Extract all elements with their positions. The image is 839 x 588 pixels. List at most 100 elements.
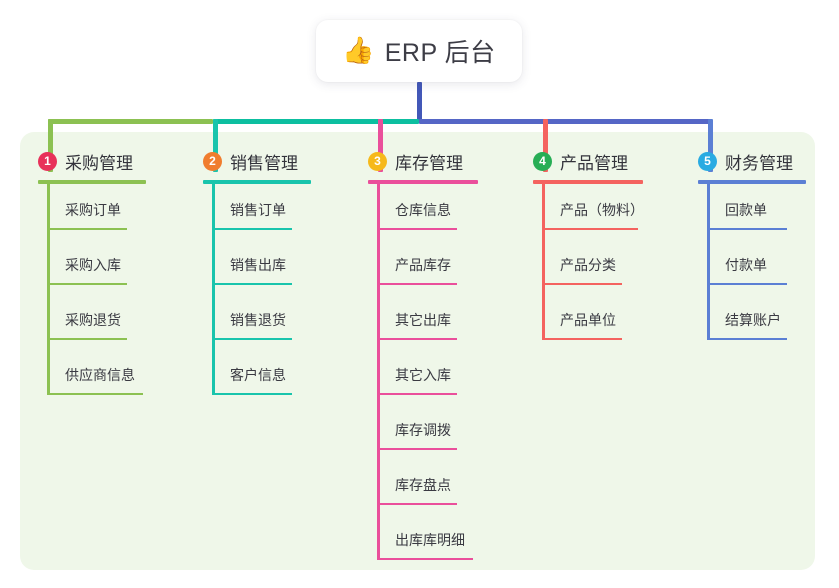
branch-item[interactable]: 销售退货 bbox=[203, 294, 311, 349]
branch-item-rule bbox=[377, 393, 457, 395]
branch-drop-connector-3 bbox=[378, 119, 383, 172]
branch-item-label: 销售订单 bbox=[230, 202, 286, 218]
branch-item[interactable]: 产品（物料） bbox=[533, 184, 644, 239]
branch-item-rule bbox=[377, 338, 457, 340]
branch-item-rule bbox=[542, 283, 622, 285]
branch-item-label: 产品库存 bbox=[395, 257, 451, 273]
root-stem-connector bbox=[417, 82, 422, 121]
branch-number-badge: 1 bbox=[38, 151, 57, 171]
diagram-panel bbox=[20, 132, 815, 570]
branch-item[interactable]: 销售出库 bbox=[203, 239, 311, 294]
branch-item-label: 客户信息 bbox=[230, 367, 286, 383]
branch-drop-connector-4 bbox=[543, 119, 548, 172]
branch-header-4[interactable]: 4 产品管理 bbox=[533, 148, 643, 174]
branch-item-label: 库存盘点 bbox=[395, 477, 451, 493]
branch-spine-connector bbox=[212, 184, 215, 395]
branch-item-label: 产品单位 bbox=[560, 312, 616, 328]
root-node[interactable]: 👍 ERP 后台 bbox=[316, 20, 522, 82]
branch-item-label: 产品分类 bbox=[560, 257, 616, 273]
branch-item-rule bbox=[707, 283, 787, 285]
branch-item-label: 采购退货 bbox=[65, 312, 121, 328]
branch-header-rule bbox=[203, 180, 311, 184]
branch-header-3[interactable]: 3 库存管理 bbox=[368, 148, 478, 174]
branch-item[interactable]: 出库库明细 bbox=[368, 514, 478, 569]
branch-item-list: 回款单付款单结算账户 bbox=[698, 184, 806, 349]
branch-header-1[interactable]: 1 采购管理 bbox=[38, 148, 146, 174]
branch-title: 采购管理 bbox=[65, 153, 133, 173]
branch-item-rule bbox=[377, 503, 457, 505]
branch-item-label: 仓库信息 bbox=[395, 202, 451, 218]
branch-item-rule bbox=[212, 228, 292, 230]
branch-header-5[interactable]: 5 财务管理 bbox=[698, 148, 806, 174]
branch-item-list: 产品（物料） 产品分类产品单位 bbox=[533, 184, 644, 349]
branch-column-1: 1 采购管理采购订单采购入库采购退货供应商信息 bbox=[38, 148, 146, 404]
branch-item-label: 销售退货 bbox=[230, 312, 286, 328]
branch-item-label: 其它出库 bbox=[395, 312, 451, 328]
connector-bar-blue bbox=[419, 119, 711, 124]
branch-title: 财务管理 bbox=[725, 153, 793, 173]
branch-column-5: 5 财务管理回款单付款单结算账户 bbox=[698, 148, 806, 349]
connector-bar-teal bbox=[213, 119, 419, 124]
branch-item-label: 其它入库 bbox=[395, 367, 451, 383]
branch-number-badge: 3 bbox=[368, 151, 387, 171]
branch-item-rule bbox=[707, 228, 787, 230]
branch-item[interactable]: 采购入库 bbox=[38, 239, 146, 294]
branch-spine-connector bbox=[377, 184, 380, 560]
branch-item[interactable]: 库存盘点 bbox=[368, 459, 478, 514]
branch-item[interactable]: 其它入库 bbox=[368, 349, 478, 404]
branch-item-rule bbox=[47, 338, 127, 340]
branch-item[interactable]: 供应商信息 bbox=[38, 349, 146, 404]
branch-item-label: 结算账户 bbox=[725, 312, 781, 328]
branch-item-label: 采购入库 bbox=[65, 257, 121, 273]
branch-title: 库存管理 bbox=[395, 153, 463, 173]
branch-spine-connector bbox=[707, 184, 710, 340]
branch-item-list: 采购订单采购入库采购退货供应商信息 bbox=[38, 184, 146, 404]
branch-drop-connector-5 bbox=[708, 119, 713, 172]
branch-item-list: 仓库信息产品库存其它出库其它入库库存调拨库存盘点出库库明细 bbox=[368, 184, 478, 569]
branch-title: 销售管理 bbox=[230, 153, 298, 173]
branch-item[interactable]: 采购订单 bbox=[38, 184, 146, 239]
branch-spine-connector bbox=[47, 184, 50, 395]
branch-item-list: 销售订单销售出库销售退货客户信息 bbox=[203, 184, 311, 404]
branch-item[interactable]: 产品库存 bbox=[368, 239, 478, 294]
branch-item-label: 供应商信息 bbox=[65, 367, 135, 383]
branch-column-4: 4 产品管理产品（物料） 产品分类产品单位 bbox=[533, 148, 644, 349]
connector-bar-green bbox=[48, 119, 213, 124]
branch-item[interactable]: 回款单 bbox=[698, 184, 806, 239]
branch-item[interactable]: 库存调拨 bbox=[368, 404, 478, 459]
branch-item[interactable]: 结算账户 bbox=[698, 294, 806, 349]
branch-item-rule bbox=[47, 283, 127, 285]
branch-item-label: 付款单 bbox=[725, 257, 767, 273]
branch-header-rule bbox=[533, 180, 643, 184]
branch-header-rule bbox=[38, 180, 146, 184]
branch-item-label: 出库库明细 bbox=[395, 532, 465, 548]
branch-item[interactable]: 其它出库 bbox=[368, 294, 478, 349]
root-node-title: ERP 后台 bbox=[384, 39, 496, 67]
branch-spine-connector bbox=[542, 184, 545, 340]
branch-item[interactable]: 客户信息 bbox=[203, 349, 311, 404]
branch-item[interactable]: 销售订单 bbox=[203, 184, 311, 239]
branch-item-rule bbox=[707, 338, 787, 340]
branch-number-badge: 5 bbox=[698, 151, 717, 171]
branch-number-badge: 4 bbox=[533, 151, 552, 171]
branch-item[interactable]: 产品单位 bbox=[533, 294, 643, 349]
branch-header-rule bbox=[698, 180, 806, 184]
branch-title: 产品管理 bbox=[560, 153, 628, 173]
branch-item[interactable]: 采购退货 bbox=[38, 294, 146, 349]
branch-item[interactable]: 付款单 bbox=[698, 239, 806, 294]
branch-drop-connector-2 bbox=[213, 119, 218, 172]
branch-item-rule bbox=[212, 338, 292, 340]
branch-item-label: 采购订单 bbox=[65, 202, 121, 218]
branch-item-rule bbox=[377, 228, 457, 230]
branch-drop-connector-1 bbox=[48, 119, 53, 172]
thumbs-up-icon: 👍 bbox=[342, 36, 375, 66]
branch-item-rule bbox=[377, 283, 457, 285]
branch-item-rule bbox=[47, 228, 127, 230]
branch-item-rule bbox=[47, 393, 143, 395]
branch-item[interactable]: 仓库信息 bbox=[368, 184, 478, 239]
branch-item[interactable]: 产品分类 bbox=[533, 239, 643, 294]
branch-item-rule bbox=[377, 448, 457, 450]
